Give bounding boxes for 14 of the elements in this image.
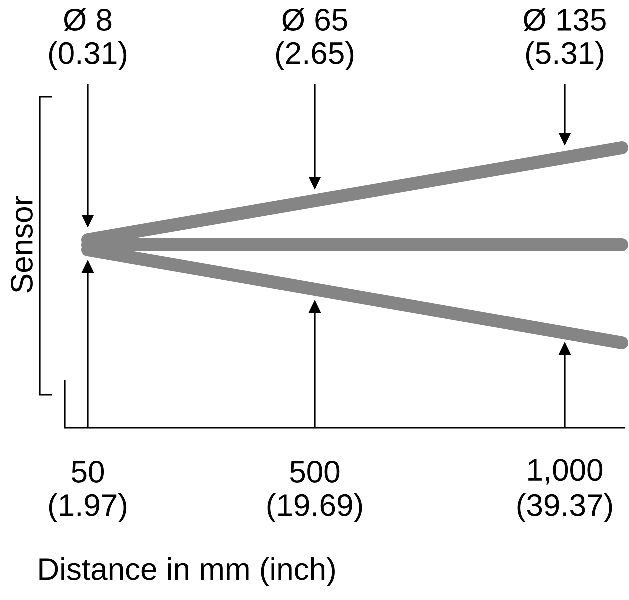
distance-label: 50	[72, 461, 104, 483]
distance-label: 500	[290, 461, 340, 483]
diameter-label: Ø 8	[64, 8, 112, 32]
inch-label: (2.65)	[276, 42, 354, 70]
axis-title: Distance in mm (inch)	[40, 558, 335, 586]
diameter-label: Ø 135	[524, 8, 606, 32]
inch-label: (0.31)	[49, 42, 127, 70]
inch-label: (1.97)	[49, 494, 127, 522]
distance-label: 1,000	[528, 459, 603, 485]
inch-label: (19.69)	[268, 494, 362, 522]
inch-label: (39.37)	[518, 494, 612, 522]
sensor-label: Sensor	[11, 196, 33, 293]
diameter-label: Ø 65	[282, 8, 348, 32]
inch-label: (5.31)	[526, 42, 604, 70]
